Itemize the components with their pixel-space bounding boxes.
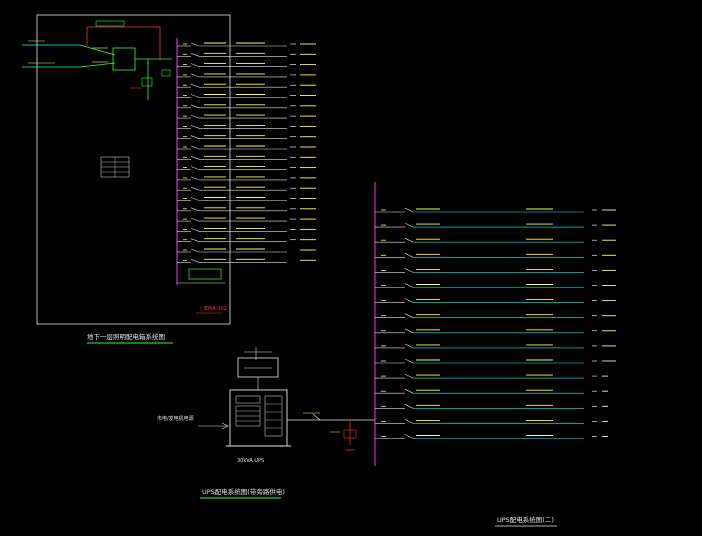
breaker-symbol <box>190 135 200 139</box>
breaker-symbol <box>404 434 414 439</box>
breaker-symbol <box>404 253 414 258</box>
panel1-meter-block <box>188 268 222 280</box>
panel2-circuit-row <box>375 404 608 409</box>
breaker-symbol <box>190 156 200 160</box>
panel1-circuit-row <box>177 207 316 212</box>
panel1-circuit-row <box>177 52 316 57</box>
panel2-circuit-row <box>375 298 616 303</box>
panel1-circuit-row <box>177 124 316 129</box>
breaker-symbol <box>190 166 200 170</box>
panel2-circuit-row <box>375 328 616 334</box>
panel1-legend-table <box>100 156 130 178</box>
panel1-title: 地下一层照明配电箱系统图 <box>87 332 165 341</box>
breaker-symbol <box>190 238 200 242</box>
ups-section-title: UPS配电系统图(带旁路供电) <box>202 487 285 496</box>
ups-controller-box <box>237 357 279 378</box>
breaker-symbol <box>190 248 200 253</box>
panel2-circuit-row <box>375 253 616 258</box>
ups-input-label: 市电/发电机电源 <box>157 415 194 422</box>
breaker-symbol <box>404 343 414 349</box>
panel2-circuit-row <box>375 237 616 243</box>
panel1-circuit-row <box>177 166 316 170</box>
panel1-circuit-row <box>177 63 316 67</box>
breaker-symbol <box>190 228 200 232</box>
panel1-circuit-row <box>177 83 316 88</box>
panel1-circuit-list <box>177 42 316 263</box>
panel2-circuit-row <box>375 373 608 379</box>
ups-section: 30kVA UPS 市电/发电机电源 UPS配电系统图(带旁路供电) <box>157 347 375 499</box>
panel1-distribution-board: □EMA-002 地下一层照明配电箱系统图 <box>22 14 316 344</box>
panel1-circuit-row <box>177 135 316 139</box>
breaker-symbol <box>404 419 414 424</box>
panel2-circuit-list <box>375 207 616 439</box>
breaker-symbol <box>190 197 200 201</box>
panel2-circuit-row <box>375 358 616 364</box>
panel2-circuit-row <box>375 388 608 394</box>
panel1-circuit-row <box>177 217 316 222</box>
breaker-symbol <box>190 125 200 129</box>
breaker-symbol <box>404 298 414 303</box>
breaker-symbol <box>190 259 200 263</box>
panel1-circuit-row <box>177 114 316 119</box>
panel2-circuit-row <box>375 343 616 349</box>
panel2-circuit-row <box>375 207 616 213</box>
breaker-symbol <box>404 222 414 228</box>
breaker-symbol <box>190 207 200 212</box>
panel2-ups-distribution: UPS配电系统图(二) <box>374 182 616 527</box>
panel2-circuit-row <box>375 222 616 228</box>
breaker-symbol <box>404 388 414 394</box>
breaker-symbol <box>190 186 200 191</box>
breaker-symbol <box>404 328 414 334</box>
breaker-symbol <box>190 114 200 119</box>
panel2-circuit-row <box>375 313 616 319</box>
breaker-symbol <box>190 63 200 67</box>
panel1-ref-label: □EMA-002 <box>200 306 227 312</box>
breaker-symbol <box>190 176 200 181</box>
breaker-symbol <box>404 404 414 409</box>
breaker-symbol <box>404 207 414 213</box>
ups-cabinet-caption: 30kVA UPS <box>237 458 264 464</box>
panel1-circuit-row <box>177 42 316 47</box>
breaker-symbol <box>190 94 200 98</box>
panel1-circuit-row <box>177 155 316 160</box>
panel1-circuit-row <box>177 73 316 78</box>
breaker-symbol <box>404 283 414 288</box>
panel1-circuit-row <box>177 176 316 181</box>
breaker-symbol <box>404 358 414 364</box>
panel1-circuit-row <box>177 238 316 242</box>
panel1-circuit-row <box>177 248 316 253</box>
breaker-symbol <box>404 373 414 379</box>
breaker-symbol <box>190 104 200 109</box>
panel2-title: UPS配电系统图(二) <box>497 515 554 524</box>
panel2-circuit-row <box>375 434 608 439</box>
breaker-symbol <box>404 313 414 318</box>
panel1-circuit-row <box>177 104 316 109</box>
breaker-symbol <box>190 83 200 88</box>
breaker-symbol <box>190 53 200 57</box>
panel2-circuit-row <box>375 268 616 273</box>
panel2-circuit-row <box>375 283 616 288</box>
panel1-circuit-row <box>177 186 316 191</box>
panel1-incoming-supply <box>22 20 172 100</box>
panel1-circuit-row <box>177 145 316 150</box>
breaker-symbol <box>404 268 414 273</box>
breaker-symbol <box>190 73 200 78</box>
ats-switch-box <box>112 47 136 71</box>
panel2-circuit-row <box>375 419 608 424</box>
ups-output-branch <box>330 420 357 451</box>
panel1-circuit-row <box>177 197 316 201</box>
panel1-circuit-row <box>177 94 316 98</box>
breaker-symbol <box>190 217 200 222</box>
panel1-circuit-row <box>177 227 316 232</box>
breaker-symbol <box>404 237 414 243</box>
breaker-symbol <box>190 145 200 150</box>
ups-cabinet <box>226 389 291 447</box>
breaker-symbol <box>190 42 200 47</box>
panel1-circuit-row <box>177 258 316 263</box>
